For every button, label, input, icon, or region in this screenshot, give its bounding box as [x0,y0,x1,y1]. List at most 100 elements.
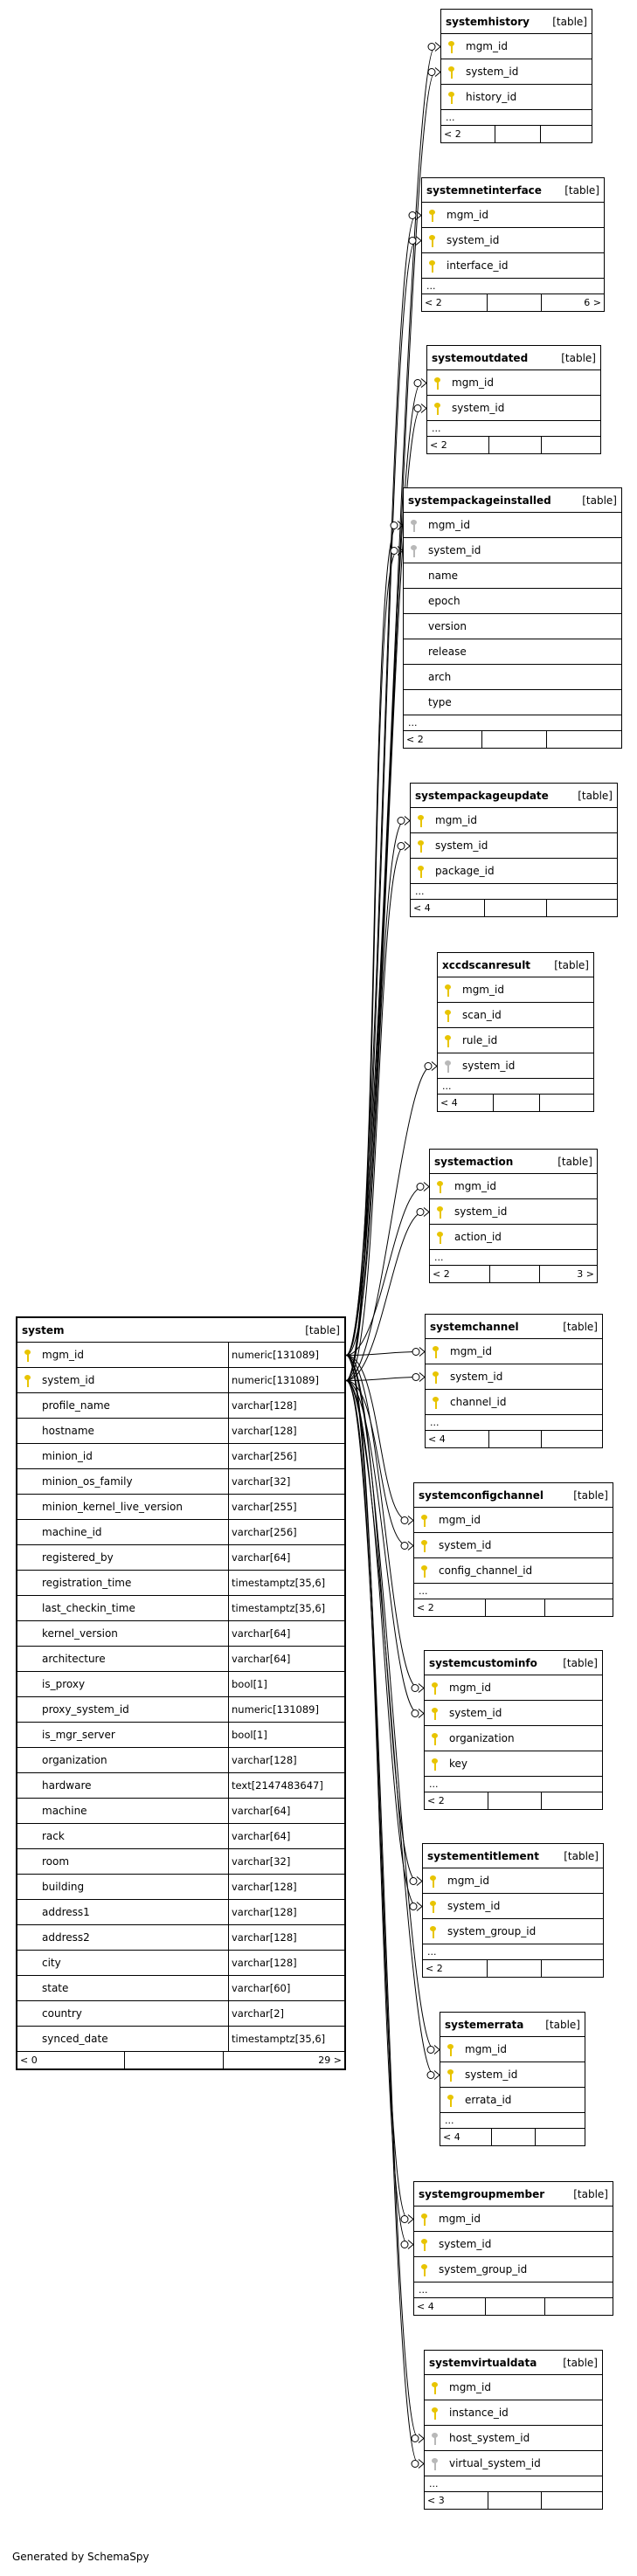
table-name[interactable]: systemconfigchannel [419,1488,544,1502]
table-header[interactable]: systemchannel[table] [426,1315,602,1339]
children-count[interactable] [547,731,621,748]
parents-count[interactable]: < 4 [414,2298,486,2315]
column-row[interactable]: rule_id [438,1028,593,1053]
column-row[interactable]: release [404,639,621,665]
table-header[interactable]: systemcustominfo[table] [425,1651,602,1675]
table-header[interactable]: systemnetinterface[table] [422,178,604,203]
table-name[interactable]: systemcustominfo [429,1656,537,1669]
column-row[interactable]: system_id [414,1533,613,1558]
parents-count[interactable]: < 4 [411,900,485,916]
column-row[interactable]: mgm_id [426,1339,602,1364]
children-count[interactable] [536,2129,585,2145]
children-count[interactable] [547,900,617,916]
children-count[interactable] [542,1792,602,1809]
column-row[interactable]: type [404,690,621,715]
table-name[interactable]: systemerrata [445,2018,524,2031]
table-name[interactable]: systementitlement [427,1849,539,1862]
column-row[interactable]: package_id [411,859,617,884]
column-row[interactable]: mgm_id [414,1508,613,1533]
children-count[interactable] [545,1599,613,1616]
table-header[interactable]: system[table] [17,1318,344,1343]
table-name[interactable]: system [22,1323,65,1336]
parents-count[interactable]: < 2 [423,1960,488,1977]
column-row[interactable]: virtual_system_id [425,2451,602,2476]
column-row[interactable]: history_id [441,85,592,110]
children-count[interactable] [541,126,592,142]
table-name[interactable]: systemnetinterface [426,183,542,197]
children-count[interactable]: 6 > [584,297,601,308]
parents-count[interactable]: < 2 [441,126,495,142]
column-row[interactable]: system_id [441,59,592,85]
column-row[interactable]: mgm_id [422,203,604,228]
column-row[interactable]: mgm_id [425,2375,602,2400]
column-row[interactable]: organization [425,1726,602,1751]
column-row[interactable]: system_id [438,1053,593,1079]
column-row[interactable]: mgm_id [440,2037,585,2062]
children-count[interactable] [542,2492,602,2509]
table-header[interactable]: systementitlement[table] [423,1844,603,1868]
table-name[interactable]: systemvirtualdata [429,2356,537,2369]
column-row[interactable]: scan_id [438,1003,593,1028]
column-row[interactable]: version [404,614,621,639]
table-header[interactable]: xccdscanresult[table] [438,953,593,977]
table-header[interactable]: systemconfigchannel[table] [414,1483,613,1508]
table-header[interactable]: systemhistory[table] [441,10,592,34]
parents-count[interactable]: < 2 [425,1792,489,1809]
column-row[interactable]: system_id [430,1199,597,1225]
column-row[interactable]: mgm_id [441,34,592,59]
children-count[interactable] [542,1960,603,1977]
parents-count[interactable]: < 3 [425,2492,489,2509]
table-name[interactable]: systemchannel [430,1320,519,1333]
column-row[interactable]: epoch [404,589,621,614]
parents-count[interactable]: < 2 [414,1599,486,1616]
column-row[interactable]: mgm_id [438,977,593,1003]
column-row[interactable]: mgm_id [430,1174,597,1199]
table-header[interactable]: systempackageinstalled[table] [404,488,621,513]
column-row[interactable]: system_id [426,1364,602,1390]
column-row[interactable]: key [425,1751,602,1777]
table-name[interactable]: systempackageinstalled [408,494,551,507]
children-count[interactable]: 3 > [577,1268,594,1280]
children-count[interactable]: 29 > [318,2055,342,2066]
column-row[interactable]: system_id [414,2232,613,2257]
children-count[interactable] [542,437,600,453]
column-row[interactable]: system_group_id [423,1919,603,1944]
column-row[interactable]: system_id [425,1701,602,1726]
column-row[interactable]: system_id [422,228,604,253]
table-name[interactable]: systemgroupmember [419,2187,545,2200]
table-name[interactable]: systemaction [434,1155,514,1168]
column-row[interactable]: system_id [411,833,617,859]
table-header[interactable]: systemgroupmember[table] [414,2182,613,2207]
parents-count[interactable]: < 2 [422,294,488,311]
table-header[interactable]: systemvirtualdata[table] [425,2351,602,2375]
column-row[interactable]: mgm_id [423,1868,603,1894]
table-name[interactable]: systemhistory [446,15,530,28]
